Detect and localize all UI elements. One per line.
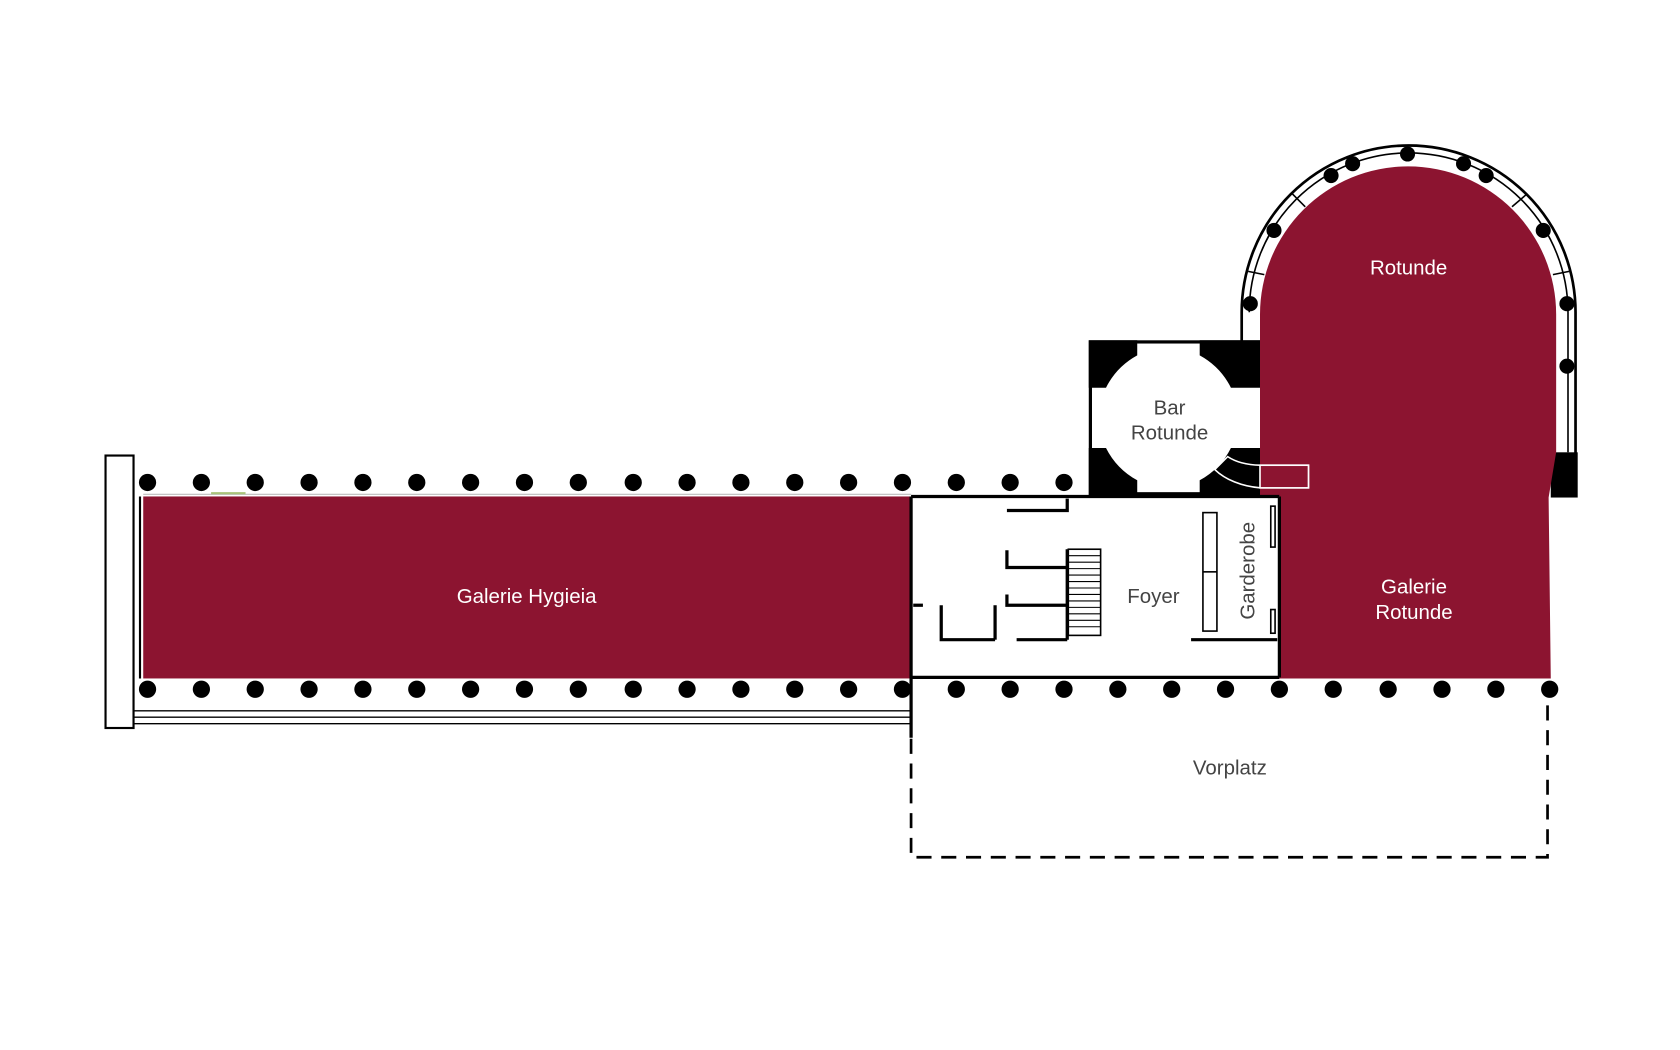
left-pillar — [104, 454, 135, 730]
label-bar-rotunde-1: Bar — [1154, 397, 1186, 420]
room-foyer[interactable] — [909, 494, 1281, 738]
stair-icon — [1067, 548, 1102, 637]
label-garderobe: Garderobe — [1237, 522, 1260, 620]
label-vorplatz: Vorplatz — [1193, 756, 1267, 779]
spiral-stair-icon — [1213, 455, 1310, 489]
vorplatz-outline — [909, 689, 1549, 859]
room-galerie-hygieia[interactable] — [143, 496, 912, 679]
label-foyer: Foyer — [1127, 585, 1179, 608]
label-galerie-rotunde-1: Galerie — [1381, 575, 1447, 598]
label-galerie-rotunde-2: Rotunde — [1375, 601, 1452, 624]
room-rotunde[interactable] — [1260, 166, 1557, 679]
label-galerie-hygieia: Galerie Hygieia — [457, 585, 597, 608]
rotunde-outer-ring — [1240, 144, 1577, 496]
label-rotunde: Rotunde — [1370, 257, 1447, 280]
garderobe-counter — [1202, 505, 1276, 635]
terrace-lines — [133, 710, 912, 725]
columns — [138, 146, 1575, 698]
label-bar-rotunde-2: Rotunde — [1131, 421, 1208, 444]
